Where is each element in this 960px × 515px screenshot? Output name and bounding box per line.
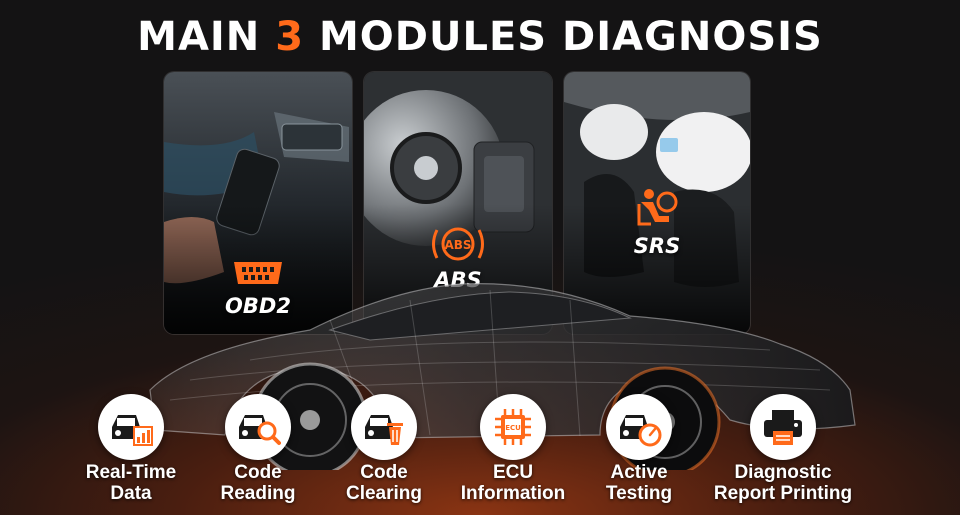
feature-label: Real-Time Data bbox=[85, 462, 177, 504]
feature-label: Code Reading bbox=[220, 462, 296, 504]
feature-label: ECU Information bbox=[460, 462, 566, 504]
module-card-srs: SRS bbox=[564, 72, 750, 334]
title-part-1: MAIN bbox=[137, 14, 276, 60]
page-title: MAIN 3 MODULES DIAGNOSIS bbox=[0, 14, 960, 60]
feature-label: Active Testing bbox=[605, 462, 673, 504]
abs-warning-icon: ABS bbox=[432, 227, 484, 261]
module-label-srs: SRS bbox=[633, 234, 681, 258]
title-number: 3 bbox=[275, 14, 305, 60]
printer-icon bbox=[764, 410, 802, 445]
feature-ecu-information: ECU ECU Information bbox=[438, 394, 588, 504]
feature-code-reading: Code Reading bbox=[183, 394, 333, 504]
module-card-obd2: OBD2 bbox=[164, 72, 352, 334]
feature-label: Code Clearing bbox=[345, 462, 423, 504]
svg-text:ECU: ECU bbox=[505, 424, 521, 432]
title-part-2: MODULES DIAGNOSIS bbox=[304, 14, 823, 60]
feature-code-clearing: Code Clearing bbox=[309, 394, 459, 504]
car-gauge-icon bbox=[620, 415, 662, 447]
airbag-icon bbox=[637, 189, 678, 226]
feature-real-time-data: Real-Time Data bbox=[56, 394, 206, 504]
module-label-obd2: OBD2 bbox=[225, 294, 291, 318]
car-chart-icon bbox=[112, 415, 153, 446]
feature-diagnostic-report-printing: Diagnostic Report Printing bbox=[708, 394, 858, 504]
ecu-chip-icon: ECU bbox=[495, 409, 531, 445]
obd2-connector-icon bbox=[234, 262, 282, 284]
feature-label: Diagnostic Report Printing bbox=[713, 462, 853, 504]
car-magnifier-icon bbox=[239, 415, 281, 445]
feature-active-testing: Active Testing bbox=[564, 394, 714, 504]
car-trash-icon bbox=[365, 415, 403, 445]
svg-text:ABS: ABS bbox=[444, 238, 471, 252]
